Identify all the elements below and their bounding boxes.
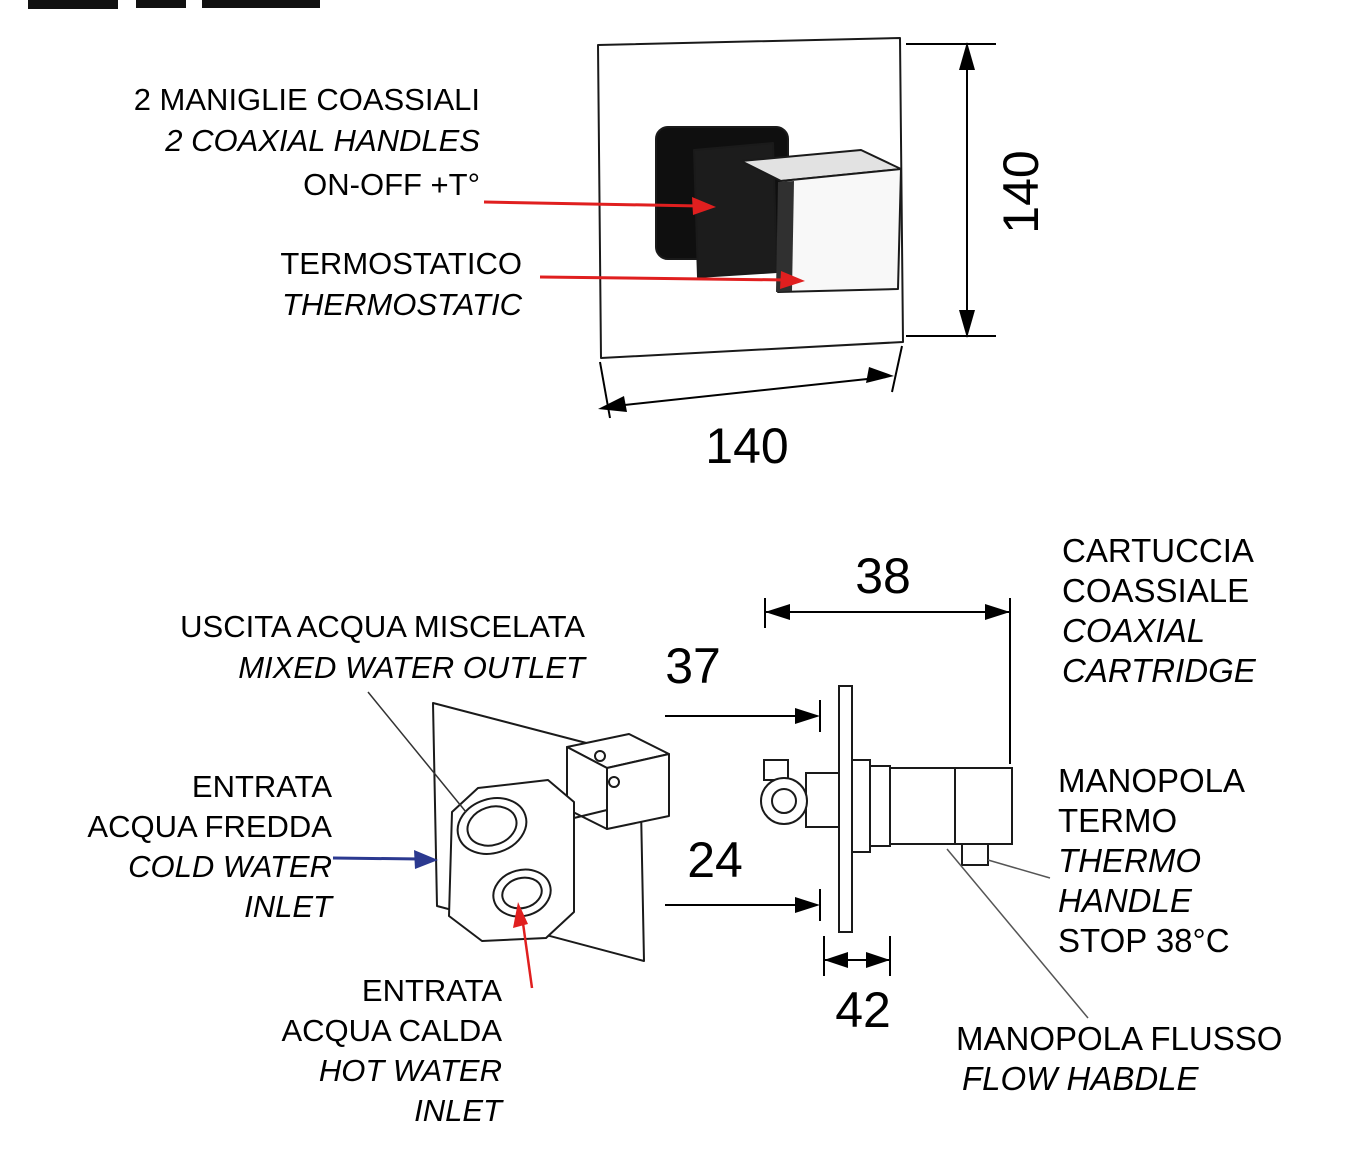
side-plate bbox=[838, 685, 853, 933]
label-cold-inlet-en-1: COLD WATER bbox=[128, 849, 332, 884]
side-stop-button bbox=[961, 843, 989, 866]
outlet-leader-line bbox=[367, 691, 467, 813]
label-thermostatic-en: THERMOSTATIC bbox=[282, 287, 522, 322]
cold-arrow-line bbox=[332, 856, 421, 861]
label-flow-handle-it: MANOPOLA FLUSSO bbox=[956, 1020, 1283, 1057]
label-hot-inlet-en-2: INLET bbox=[414, 1093, 502, 1128]
side-body bbox=[889, 767, 1013, 845]
iso-annotation-arrows bbox=[332, 691, 534, 989]
side-dim-24-lines bbox=[665, 889, 821, 921]
label-cold-inlet-it-2: ACQUA FREDDA bbox=[87, 809, 332, 844]
front-cube-seam bbox=[776, 181, 794, 292]
label-thermostatic-it: TERMOSTATICO bbox=[280, 246, 522, 281]
hot-arrow-head bbox=[513, 902, 528, 928]
onoff-arrow-head bbox=[692, 197, 716, 215]
side-dim-42-lines bbox=[823, 936, 891, 976]
onoff-arrow-line bbox=[483, 200, 701, 208]
label-thermo-handle-it-2: TERMO bbox=[1058, 802, 1178, 839]
front-dim-height-lines bbox=[906, 42, 996, 338]
label-flow-handle-en: FLOW HABDLE bbox=[962, 1060, 1199, 1097]
label-stop-38: STOP 38°C bbox=[1058, 922, 1230, 959]
label-mixed-outlet-en: MIXED WATER OUTLET bbox=[238, 650, 585, 685]
hot-arrow-line bbox=[520, 915, 534, 989]
label-onoff: ON-OFF +T° bbox=[303, 167, 480, 202]
front-dim-width-lines bbox=[598, 345, 903, 419]
front-cube-face bbox=[777, 168, 902, 293]
cropped-logo-marks bbox=[28, 0, 320, 9]
iso-view bbox=[432, 702, 670, 962]
side-dim-38-lines bbox=[764, 598, 1011, 764]
thermo-arrow-line bbox=[539, 275, 789, 282]
label-thermo-handle-it-1: MANOPOLA bbox=[1058, 762, 1246, 799]
iso-screw-hole-2 bbox=[608, 776, 620, 788]
label-cold-inlet-it-1: ENTRATA bbox=[191, 769, 332, 804]
dim-38: 38 bbox=[855, 548, 911, 604]
front-view bbox=[597, 37, 904, 359]
label-hot-inlet-en-1: HOT WATER bbox=[318, 1053, 502, 1088]
label-thermo-handle-en-2: HANDLE bbox=[1058, 882, 1192, 919]
iso-block-left bbox=[566, 746, 608, 830]
label-hot-inlet-it-1: ENTRATA bbox=[361, 973, 502, 1008]
flow-leader-line bbox=[946, 848, 1089, 1019]
dim-140-width: 140 bbox=[705, 418, 789, 474]
label-thermo-handle-en-1: THERMO bbox=[1058, 842, 1201, 879]
dim-24: 24 bbox=[687, 832, 743, 888]
label-mixed-outlet-it: USCITA ACQUA MISCELATA bbox=[180, 609, 585, 644]
thermo-arrow-head bbox=[780, 271, 805, 289]
iso-screw-hole-1 bbox=[594, 750, 606, 762]
label-cold-inlet-en-2: INLET bbox=[244, 889, 332, 924]
label-coaxial-handles-it: 2 MANIGLIE COASSIALI bbox=[133, 82, 480, 117]
dim-42: 42 bbox=[835, 982, 891, 1038]
label-cartridge-en-2: CARTRIDGE bbox=[1062, 652, 1256, 689]
label-cartridge-it-1: CARTUCCIA bbox=[1062, 532, 1254, 569]
cold-arrow-head bbox=[414, 850, 438, 869]
label-coaxial-handles-en: 2 COAXIAL HANDLES bbox=[165, 123, 480, 158]
label-cartridge-it-2: COASSIALE bbox=[1062, 572, 1250, 609]
dim-37: 37 bbox=[665, 638, 721, 694]
side-leader-lines bbox=[946, 848, 1089, 1019]
label-hot-inlet-it-2: ACQUA CALDA bbox=[281, 1013, 502, 1048]
stop-leader-line bbox=[987, 859, 1051, 879]
dim-140-height: 140 bbox=[993, 150, 1049, 234]
label-cartridge-en-1: COAXIAL bbox=[1062, 612, 1206, 649]
iso-block-front bbox=[606, 753, 670, 830]
side-view bbox=[760, 685, 1013, 933]
side-dim-37-lines bbox=[665, 700, 821, 732]
front-annotation-arrows bbox=[483, 197, 805, 289]
